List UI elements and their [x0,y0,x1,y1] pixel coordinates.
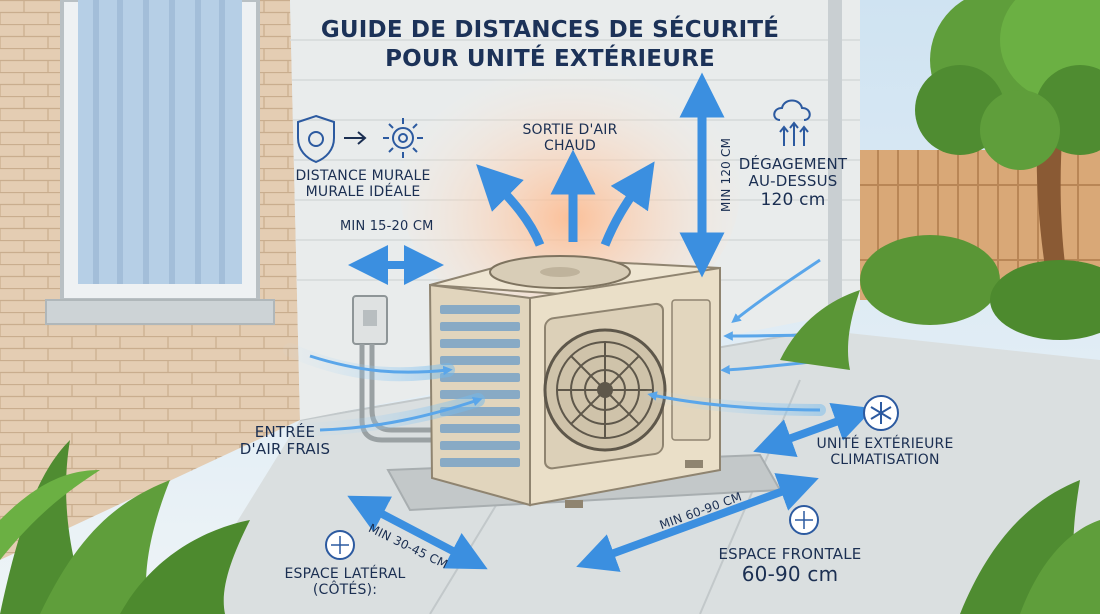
front-space-line-2: 60-90 cm [741,562,839,587]
hot-air-line-2: CHAUD [544,138,596,155]
fresh-air-label: ENTRÉE D'AIR FRAIS [225,423,345,459]
airflow-left [283,343,485,437]
clearance-line-2: AU-DESSUS [748,172,838,191]
side-space-line-1: ESPACE LATÉRAL [284,566,406,582]
move-arrows-icon [325,530,355,560]
outdoor-unit-line-2: CLIMATISATION [830,452,940,469]
clearance-above-label: DÉGAGEMENT AU-DESSUS 120 cm [728,155,858,210]
unit-pointer-arrow [753,402,874,458]
outdoor-unit-label: UNITÉ EXTÉRIEURE CLIMATISATION [800,436,970,468]
tree [915,0,1100,300]
arrow-right-icon [344,131,367,145]
move-arrows-icon-2 [789,505,819,535]
wall-distance-line-2: MURALE IDÉALE [305,184,421,201]
front-space-line-1: ESPACE FRONTALE [718,545,862,563]
front-space-label: ESPACE FRONTALE 60-90 cm [700,545,880,587]
fresh-air-line-2: D'AIR FRAIS [239,440,331,459]
window [45,0,275,325]
side-space-line-2: (CÔTÉS): [312,582,378,599]
ac-outdoor-unit [428,255,721,508]
wall-min-label: MIN 15-20 CM [340,219,434,234]
wall-distance-label: DISTANCE MURALE MURALE IDÉALE [268,168,458,200]
snowflake-icon [863,395,899,431]
wall-distance-line-1: DISTANCE MURALE [295,168,431,184]
side-space-label: ESPACE LATÉRAL (CÔTÉS): [275,566,415,598]
clearance-line-1: DÉGAGEMENT [738,155,848,173]
title-line-1: GUIDE DE DISTANCES DE SÉCURITÉ [320,17,780,43]
outdoor-unit-line-1: UNITÉ EXTÉRIEURE [816,436,954,452]
plants-foreground [0,290,1100,614]
hot-air-label: SORTIE D'AIR CHAUD [495,122,645,154]
hot-air-line-1: SORTIE D'AIR [522,122,618,138]
side-distance-arrow [347,495,488,570]
title-line-2: POUR UNITÉ EXTÉRIEURE [385,45,715,72]
page-title: GUIDE DE DISTANCES DE SÉCURITÉ POUR UNIT… [250,16,850,74]
shield-gear-icon [297,114,335,164]
fan-icon [383,118,423,158]
heat-rising-icon [773,99,811,146]
fresh-air-line-1: ENTRÉE [254,423,316,441]
front-distance-arrow [576,473,819,572]
bushes-right [860,235,1100,340]
hot-air-arrows [476,149,655,247]
downpipe [828,0,842,330]
clearance-line-3: 120 cm [760,189,826,210]
